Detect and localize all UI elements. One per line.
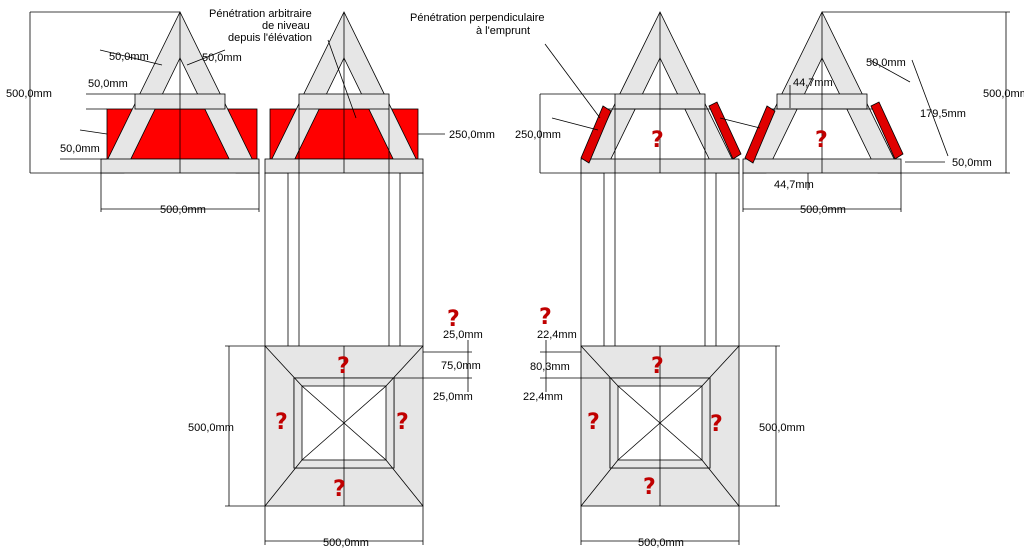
- dim-pr-d1: 22,4mm: [537, 329, 577, 341]
- dim-l-pen-height: 250,0mm: [449, 129, 495, 141]
- right-bar-4: [870, 101, 904, 160]
- dim-l-wall-b: 50,0mm: [202, 52, 242, 64]
- dim-pr-height: 500,0mm: [759, 422, 805, 434]
- projection-lines: [264, 109, 740, 378]
- dim-pr-d2: 80,3mm: [530, 361, 570, 373]
- dim-r-height: 500,0mm: [983, 88, 1024, 100]
- question-mark-icon: ?: [643, 475, 656, 500]
- dim-l-height: 500,0mm: [6, 88, 52, 100]
- dim-pl-d1: 25,0mm: [443, 329, 483, 341]
- right-bar-3: [744, 105, 776, 164]
- right-title-line1: Pénétration perpendiculaire: [410, 12, 545, 24]
- dim-r-base-width: 500,0mm: [800, 204, 846, 216]
- dim-pl-d3: 25,0mm: [433, 391, 473, 403]
- question-mark-icon: ?: [447, 307, 460, 332]
- dim-l-base-width: 500,0mm: [160, 204, 206, 216]
- dim-r-bottom-gap: 44,7mm: [774, 179, 814, 191]
- labels: Pénétration arbitraire de niveau depuis …: [6, 8, 1024, 549]
- question-mark-icon: ?: [539, 305, 552, 330]
- dim-l-bottom-offset: 50,0mm: [60, 143, 100, 155]
- question-mark-icon: ?: [333, 477, 346, 502]
- question-mark-icon: ?: [396, 410, 409, 435]
- question-mark-icon: ?: [587, 410, 600, 435]
- dim-pl-width: 500,0mm: [323, 537, 369, 549]
- question-mark-icon: ?: [337, 354, 350, 379]
- dim-pr-width: 500,0mm: [638, 537, 684, 549]
- left-plan: [225, 340, 472, 545]
- question-mark-icon: ?: [651, 128, 664, 153]
- dim-r-pen-height: 250,0mm: [515, 129, 561, 141]
- dim-l-top-offset: 50,0mm: [88, 78, 128, 90]
- right-elevation: [539, 11, 1010, 212]
- question-mark-icon: ?: [651, 354, 664, 379]
- dim-pl-height: 500,0mm: [188, 422, 234, 434]
- dim-pl-d2: 75,0mm: [441, 360, 481, 372]
- right-bar-1: [580, 105, 612, 164]
- dim-r-wall: 50,0mm: [866, 57, 906, 69]
- dim-r-top-gap: 44,7mm: [793, 77, 833, 89]
- question-marks: ? ? ? ? ? ? ? ? ? ? ? ?: [275, 128, 828, 502]
- dim-l-wall-a: 50,0mm: [109, 51, 149, 63]
- right-bar-2: [708, 101, 742, 160]
- left-title-line1: Pénétration arbitraire: [209, 8, 312, 20]
- question-mark-icon: ?: [275, 410, 288, 435]
- question-mark-icon: ?: [815, 128, 828, 153]
- left-title-line2: de niveau: [262, 20, 310, 32]
- dim-pr-d3: 22,4mm: [523, 391, 563, 403]
- dim-r-slant: 179,5mm: [920, 108, 966, 120]
- left-title-line3: depuis l'élévation: [228, 32, 312, 44]
- right-plan: [540, 340, 780, 545]
- question-mark-icon: ?: [710, 412, 723, 437]
- right-title-line2: à l'emprunt: [476, 25, 530, 37]
- dim-r-wall-bottom: 50,0mm: [952, 157, 992, 169]
